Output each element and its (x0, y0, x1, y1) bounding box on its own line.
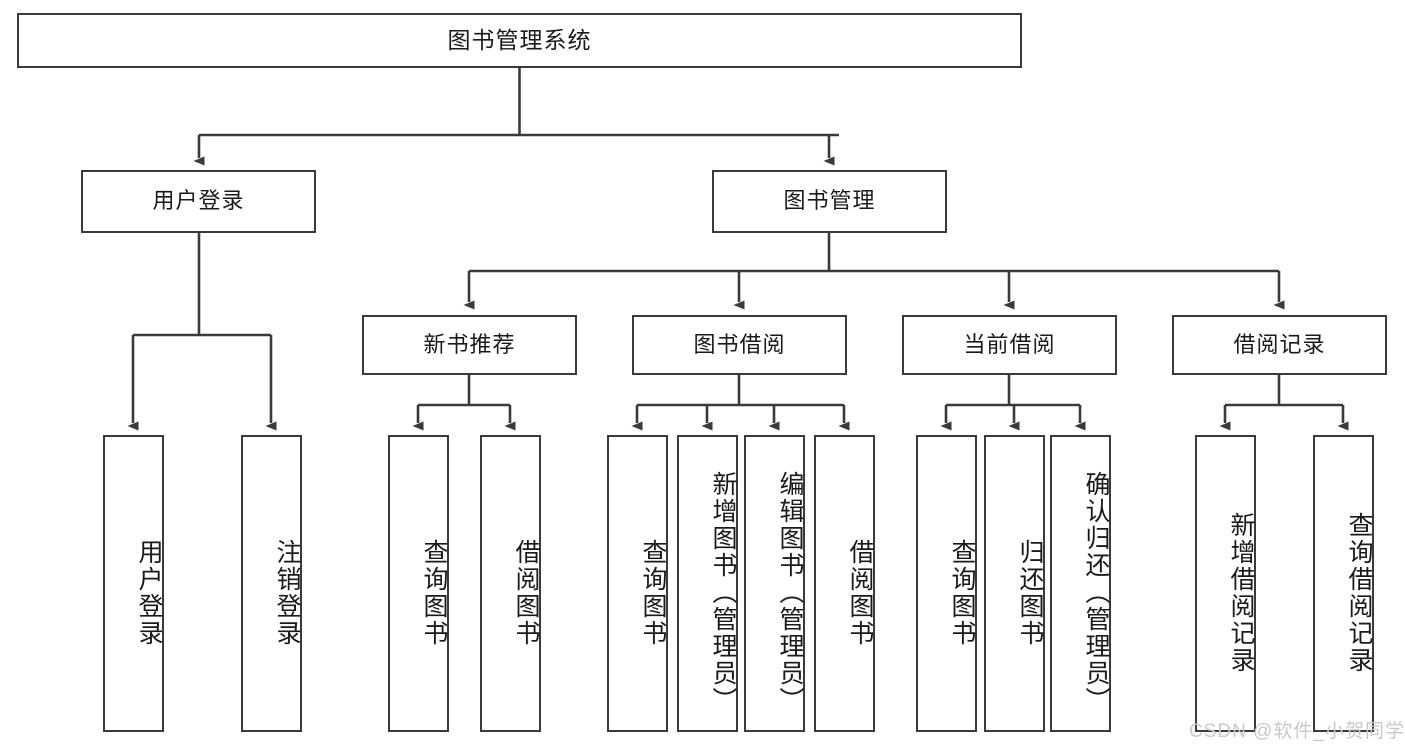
node-label: 归还图书 (1016, 538, 1044, 647)
leaf-current-return-book[interactable]: 归还图书 (984, 435, 1045, 732)
node-user-login[interactable]: 用户登录 (81, 170, 316, 233)
leaf-borrow-add-book-admin[interactable]: 新增图书（管理员） (677, 435, 738, 732)
leaf-borrow-borrow-book[interactable]: 借阅图书 (814, 435, 875, 732)
node-label: 借阅图书 (512, 538, 540, 647)
node-label: 查询图书 (420, 538, 448, 647)
leaf-record-add-record[interactable]: 新增借阅记录 (1195, 435, 1256, 732)
node-label: 查询借阅记录 (1345, 511, 1373, 674)
node-borrow-record[interactable]: 借阅记录 (1172, 315, 1387, 375)
node-label: 新增借阅记录 (1227, 511, 1255, 674)
node-label: 图书管理 (783, 188, 876, 214)
node-new-book-recommend[interactable]: 新书推荐 (362, 315, 577, 375)
node-label: 新书推荐 (423, 331, 516, 357)
leaf-current-confirm-return-admin[interactable]: 确认归还（管理员） (1050, 435, 1111, 732)
leaf-newbook-borrow-book[interactable]: 借阅图书 (480, 435, 541, 732)
leaf-record-query-record[interactable]: 查询借阅记录 (1313, 435, 1374, 732)
leaf-borrow-edit-book-admin[interactable]: 编辑图书（管理员） (744, 435, 805, 732)
node-book-management[interactable]: 图书管理 (712, 170, 947, 233)
node-label: 注销登录 (273, 538, 301, 647)
leaf-borrow-query-book[interactable]: 查询图书 (607, 435, 668, 732)
node-label: 新增图书（管理员） (709, 471, 737, 714)
leaf-logout[interactable]: 注销登录 (241, 435, 302, 732)
node-label: 查询图书 (948, 538, 976, 647)
node-label: 当前借阅 (963, 331, 1056, 357)
node-label: 图书借阅 (693, 331, 786, 357)
leaf-current-query-book[interactable]: 查询图书 (916, 435, 977, 732)
node-label: 确认归还（管理员） (1082, 471, 1110, 714)
node-label: 借阅图书 (846, 538, 874, 647)
leaf-newbook-query-book[interactable]: 查询图书 (388, 435, 449, 732)
node-book-borrow[interactable]: 图书借阅 (632, 315, 847, 375)
csdn-watermark: CSDN @软件_小贺同学 (1189, 721, 1405, 742)
node-label: 编辑图书（管理员） (776, 471, 804, 714)
leaf-user-login[interactable]: 用户登录 (103, 435, 164, 732)
node-label: 图书管理系统 (447, 26, 592, 53)
node-label: 用户登录 (135, 538, 163, 647)
node-label: 查询图书 (639, 538, 667, 647)
node-root-system[interactable]: 图书管理系统 (17, 13, 1022, 68)
node-label: 借阅记录 (1233, 331, 1326, 357)
node-current-borrow[interactable]: 当前借阅 (902, 315, 1117, 375)
node-label: 用户登录 (152, 188, 245, 214)
